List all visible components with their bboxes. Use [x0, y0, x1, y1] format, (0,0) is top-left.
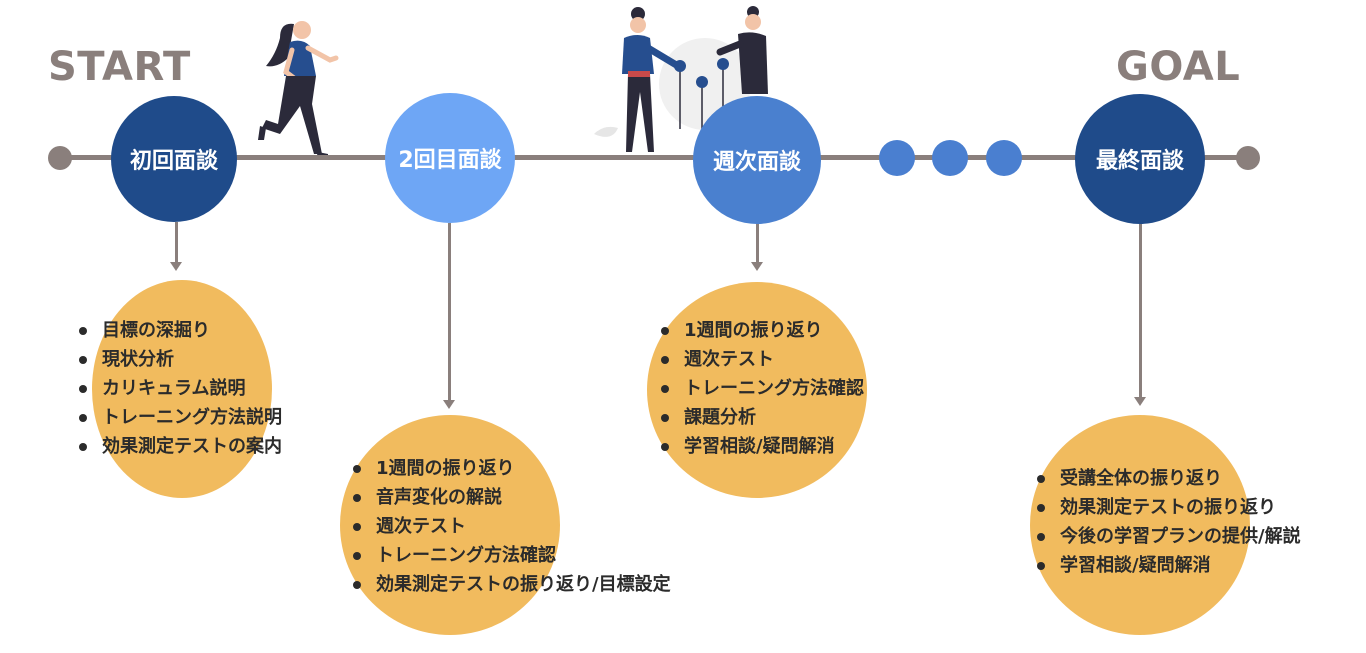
list-item: 効果測定テストの振り返り/目標設定	[350, 570, 671, 599]
ellipsis-dot-3	[986, 140, 1022, 176]
list-item: トレーニング方法確認	[350, 541, 671, 570]
list-stage-1: 目標の深掘り 現状分析 カリキュラム説明 トレーニング方法説明 効果測定テストの…	[76, 316, 282, 461]
arrow-stage-3	[751, 262, 763, 271]
running-person-illustration	[258, 21, 339, 158]
stage-second-interview-label: 2回目面談	[398, 148, 502, 173]
stage-final-interview: 最終面談	[1075, 94, 1205, 224]
connector-stage-3	[756, 224, 759, 262]
arrow-stage-4	[1134, 397, 1146, 406]
list-item: 1週間の振り返り	[658, 316, 864, 345]
start-label: START	[48, 44, 191, 90]
arrow-stage-1	[170, 262, 182, 271]
list-item: 音声変化の解説	[350, 483, 671, 512]
stage-first-interview: 初回面談	[111, 96, 237, 222]
stage-second-interview: 2回目面談	[385, 93, 515, 223]
list-item: 現状分析	[76, 345, 282, 374]
timeline-line	[60, 155, 1250, 160]
list-item: カリキュラム説明	[76, 374, 282, 403]
ellipsis-dot-1	[879, 140, 915, 176]
list-item: 週次テスト	[658, 345, 864, 374]
goal-label: GOAL	[1116, 44, 1241, 90]
timeline-start-dot	[48, 146, 72, 170]
list-item: 学習相談/疑問解消	[1034, 551, 1301, 580]
list-stage-2: 1週間の振り返り 音声変化の解説 週次テスト トレーニング方法確認 効果測定テス…	[350, 454, 671, 599]
list-item: 今後の学習プランの提供/解説	[1034, 522, 1301, 551]
list-stage-3: 1週間の振り返り 週次テスト トレーニング方法確認 課題分析 学習相談/疑問解消	[658, 316, 864, 461]
list-item: 学習相談/疑問解消	[658, 432, 864, 461]
connector-stage-1	[175, 222, 178, 262]
list-item: 受講全体の振り返り	[1034, 464, 1301, 493]
list-item: トレーニング方法確認	[658, 374, 864, 403]
list-item: 効果測定テストの振り返り	[1034, 493, 1301, 522]
meeting-people-illustration	[594, 6, 768, 152]
timeline-end-dot	[1236, 146, 1260, 170]
list-item: 課題分析	[658, 403, 864, 432]
bubble-stage-4	[1030, 415, 1250, 635]
list-item: 効果測定テストの案内	[76, 432, 282, 461]
list-item: 1週間の振り返り	[350, 454, 671, 483]
stage-first-interview-label: 初回面談	[129, 149, 218, 174]
bubble-stage-1	[92, 280, 272, 498]
list-item: トレーニング方法説明	[76, 403, 282, 432]
bubble-stage-2	[340, 415, 560, 635]
list-item: 週次テスト	[350, 512, 671, 541]
stage-final-interview-label: 最終面談	[1095, 149, 1184, 174]
list-item: 目標の深掘り	[76, 316, 282, 345]
stage-weekly-interview-label: 週次面談	[712, 150, 801, 175]
connector-stage-2	[448, 223, 451, 400]
stage-weekly-interview: 週次面談	[693, 96, 821, 224]
arrow-stage-2	[443, 400, 455, 409]
list-stage-4: 受講全体の振り返り 効果測定テストの振り返り 今後の学習プランの提供/解説 学習…	[1034, 464, 1301, 580]
connector-stage-4	[1139, 224, 1142, 397]
ellipsis-dot-2	[932, 140, 968, 176]
bubble-stage-3	[647, 282, 867, 498]
